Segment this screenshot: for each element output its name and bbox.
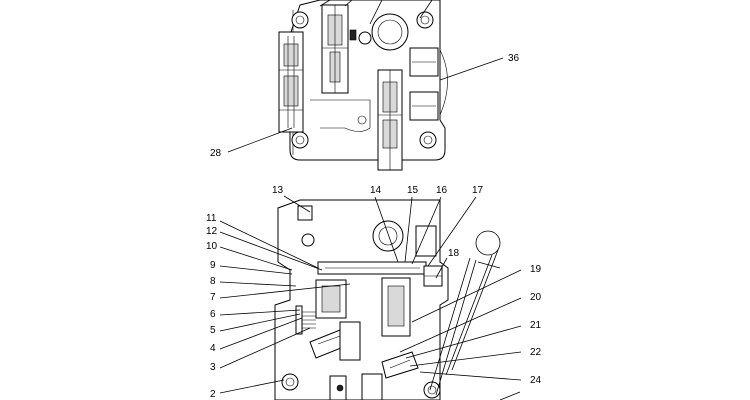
- section-left-cylinder: [315, 279, 347, 319]
- top-valve-assembly: [278, 0, 448, 171]
- top-bolt-lr: [419, 131, 437, 149]
- callout-labels: 36 28 13 11 12 10 9 8 7 6 5 4 3 2 14 15 …: [206, 53, 542, 400]
- top-left-spool: [278, 31, 304, 133]
- callout-7: 7: [210, 292, 216, 303]
- top-bolt-ul: [291, 11, 309, 29]
- callout-20: 20: [530, 292, 542, 303]
- callout-18: 18: [448, 248, 460, 259]
- callout-11: 11: [206, 213, 217, 224]
- callout-22: 22: [530, 347, 542, 358]
- extraction-tool: [429, 230, 501, 396]
- section-bolt-bottom-left: [281, 373, 299, 391]
- section-right-cylinder: [381, 277, 411, 337]
- callout-8: 8: [210, 276, 216, 287]
- section-right-plug: [423, 265, 443, 287]
- callout-13: 13: [272, 185, 284, 196]
- section-right-nozzle: [381, 351, 419, 379]
- callout-17: 17: [472, 185, 484, 196]
- callout-36: 36: [508, 53, 520, 64]
- callout-28: 28: [210, 148, 222, 159]
- callout-5: 5: [210, 325, 216, 336]
- callout-21: 21: [530, 320, 542, 331]
- callout-24: 24: [530, 375, 542, 386]
- section-valve-assembly: [274, 199, 449, 400]
- callout-15: 15: [407, 185, 419, 196]
- callout-12: 12: [206, 226, 218, 237]
- leader-lines: [219, 0, 522, 400]
- callout-4: 4: [210, 343, 216, 354]
- callout-10: 10: [206, 241, 218, 252]
- callout-9: 9: [210, 260, 216, 271]
- top-large-port: [371, 13, 409, 51]
- section-port: [372, 220, 404, 252]
- callout-19: 19: [530, 264, 542, 275]
- callout-14: 14: [370, 185, 382, 196]
- top-right-port-upper: [409, 47, 439, 77]
- top-lower-spool: [377, 69, 403, 171]
- top-bolt-ur: [416, 11, 434, 29]
- top-center-spool: [321, 4, 357, 94]
- top-bolt-ll: [291, 131, 309, 149]
- callout-2: 2: [210, 389, 216, 400]
- callout-3: 3: [210, 362, 216, 373]
- callout-6: 6: [210, 309, 216, 320]
- callout-16: 16: [436, 185, 448, 196]
- top-right-port-lower: [409, 91, 439, 121]
- section-bolt-top-left: [297, 205, 313, 221]
